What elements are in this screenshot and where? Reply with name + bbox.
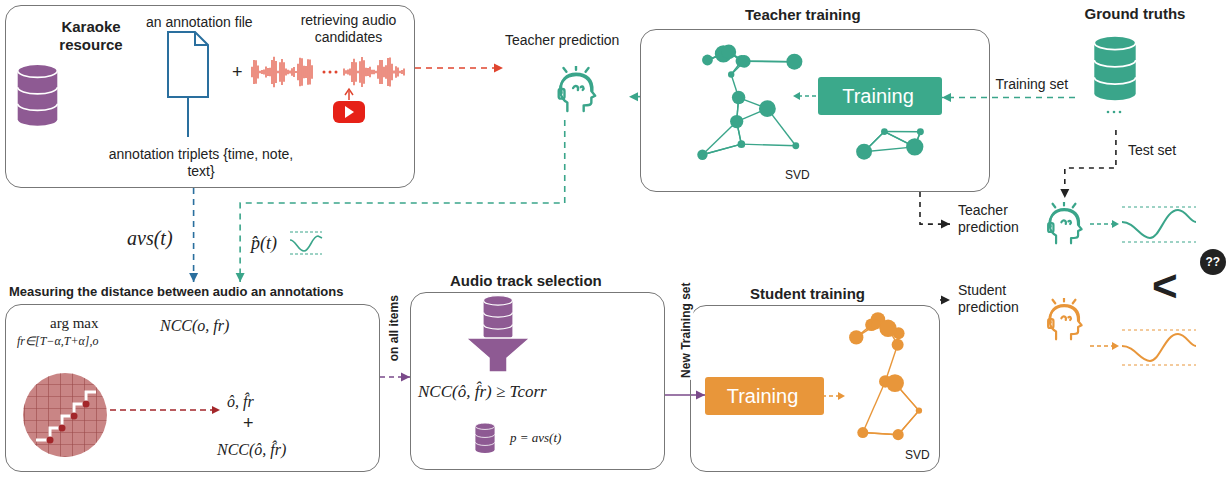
node-text: NCC(o, fr) xyxy=(160,316,229,335)
measure-panel: Measuring the distance between audio an … xyxy=(5,282,380,472)
database-icon xyxy=(18,64,58,126)
node-title: Training xyxy=(705,384,820,408)
connector xyxy=(920,192,950,229)
student-curve xyxy=(1122,330,1196,365)
node-title: Student prediction xyxy=(958,282,1048,316)
prediction-node: Teacher prediction xyxy=(950,198,1090,256)
edge-label: on all items xyxy=(387,293,401,363)
node-title: Teacher prediction xyxy=(958,202,1048,236)
node-text: + xyxy=(232,62,243,84)
node-title: Karaoke resource xyxy=(46,18,136,54)
edge-label: avs(t) xyxy=(125,226,175,250)
prediction-node: Teacher prediction xyxy=(503,30,629,120)
training-arrow xyxy=(822,392,845,400)
edge-label: p̂(t) xyxy=(249,233,279,255)
teacher-icon xyxy=(559,66,595,111)
connector xyxy=(415,63,503,72)
node-text: NCC(ô, f̂r) ≥ Tcorr xyxy=(418,382,547,402)
connector xyxy=(1060,130,1116,198)
teacher-curve xyxy=(1122,207,1196,242)
edge-label: New Training set xyxy=(679,281,693,380)
comparison-sign: < xyxy=(1150,260,1180,313)
node-title: Teacher training xyxy=(745,6,861,24)
node-text: ô, f̂r xyxy=(227,392,254,411)
connector xyxy=(629,92,640,101)
node-title: Teacher prediction xyxy=(505,32,619,49)
resource-panel: Karaoke resource an annotation file + retri… xyxy=(5,5,415,188)
waveforms xyxy=(252,57,404,87)
dataset-node: Ground truths xyxy=(1075,5,1199,130)
node-title: Training xyxy=(818,84,938,108)
ellipsis-dots xyxy=(1107,111,1122,114)
node-title: Ground truths xyxy=(1075,5,1195,23)
edge-label: Training set xyxy=(994,76,1071,93)
connector xyxy=(665,391,705,400)
alignment-matrix xyxy=(20,370,220,462)
neural-network xyxy=(849,312,922,440)
youtube-icon xyxy=(333,89,365,123)
prediction-node: Student prediction xyxy=(950,282,1090,342)
node-text: SVD xyxy=(905,448,930,462)
connector xyxy=(380,373,410,382)
selection-panel: Audio track selectionNCC(ô, f̂r) ≥ Tcorr… xyxy=(410,270,665,470)
teacher-icon xyxy=(1048,202,1081,243)
node-text: SVD xyxy=(785,168,810,182)
mini-curve xyxy=(290,232,322,254)
node-text: p = avs(t) xyxy=(510,430,561,446)
training-box: Training xyxy=(818,77,942,115)
node-text: NCC(ô, f̂r) xyxy=(217,440,286,459)
prediction-arrows xyxy=(1090,220,1119,350)
ellipsis-dots xyxy=(323,71,338,74)
training-panel: Teacher trainingSVD Training xyxy=(640,5,990,192)
node-text: annotation triplets {time, note, text} xyxy=(101,146,301,180)
connector xyxy=(189,188,198,282)
node-text: an annotation file xyxy=(146,14,253,31)
question-mark: ?? xyxy=(1204,255,1223,269)
training-panel: Student trainingSVD Training xyxy=(690,285,940,472)
node-title: Audio track selection xyxy=(450,272,602,290)
node-text: fr∈[T−α,T+α],o xyxy=(17,334,98,348)
node-text: + xyxy=(243,413,254,435)
node-title: Student training xyxy=(750,285,865,303)
connector xyxy=(940,295,950,304)
node-title: Measuring the distance between audio an … xyxy=(9,284,343,300)
document-icon xyxy=(168,32,208,137)
filter-icon xyxy=(466,296,530,453)
training-box: Training xyxy=(705,377,824,415)
node-text: retrieving audio candidates xyxy=(286,12,411,46)
question-badge xyxy=(1200,249,1226,275)
student-icon xyxy=(1048,298,1081,339)
training-arrow xyxy=(793,92,816,100)
connector xyxy=(236,120,565,282)
connector xyxy=(942,93,1075,102)
edge-label: Test set xyxy=(1126,142,1178,159)
node-text: arg max xyxy=(50,314,98,332)
database-icon xyxy=(1094,36,1135,100)
